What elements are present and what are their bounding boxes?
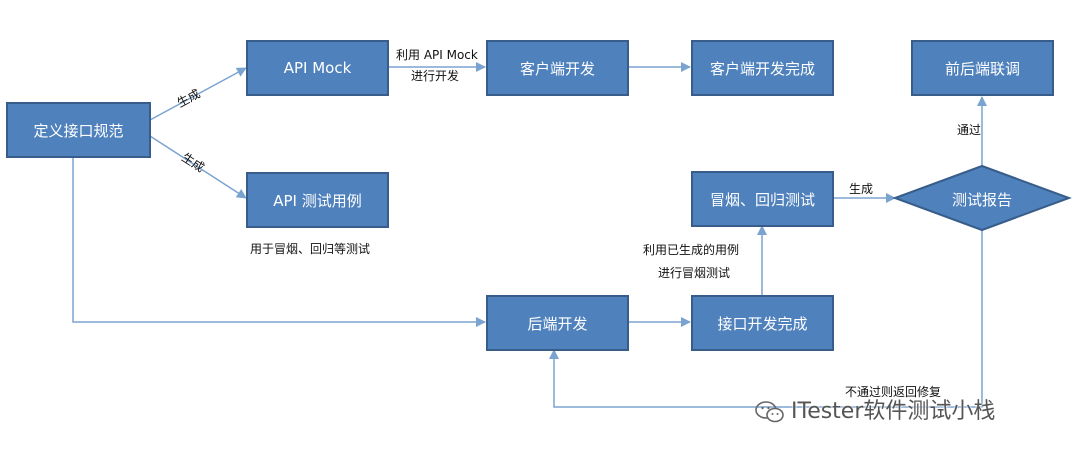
node-integration: 前后端联调 (911, 40, 1054, 96)
wechat-icon (755, 401, 784, 423)
node-api-done: 接口开发完成 (691, 295, 834, 351)
arrow-spec-to-cases (149, 135, 247, 199)
arrow-spec-to-mock (149, 67, 247, 121)
watermark-text: ITester软件测试小栈 (791, 399, 996, 424)
label-use-mock-line1: 利用 API Mock (396, 48, 478, 62)
node-test-report-label: 测试报告 (951, 191, 1012, 209)
node-api-test-cases: API 测试用例 (246, 172, 389, 228)
label-use-cases-line1: 利用已生成的用例 (643, 243, 740, 257)
node-client-dev: 客户端开发 (486, 40, 629, 96)
label-cases-usage: 用于冒烟、回归等测试 (250, 242, 371, 256)
label-use-cases-line2: 进行冒烟测试 (658, 266, 731, 280)
label-fail-back: 不通过则返回修复 (845, 385, 942, 399)
arrow-spec-to-backend (72, 157, 486, 327)
node-client-done: 客户端开发完成 (691, 40, 834, 96)
node-smoke-regression: 冒烟、回归测试 (691, 171, 834, 227)
watermark: ITester软件测试小栈 (755, 393, 995, 425)
label-pass: 通过 (957, 123, 982, 137)
test-report-diamond (892, 164, 1072, 232)
label-generate-report: 生成 (849, 182, 874, 196)
label-use-mock-line2: 进行开发 (411, 69, 460, 83)
node-api-mock: API Mock (246, 40, 389, 96)
node-define-spec: 定义接口规范 (6, 102, 151, 158)
node-backend-dev: 后端开发 (486, 295, 629, 351)
